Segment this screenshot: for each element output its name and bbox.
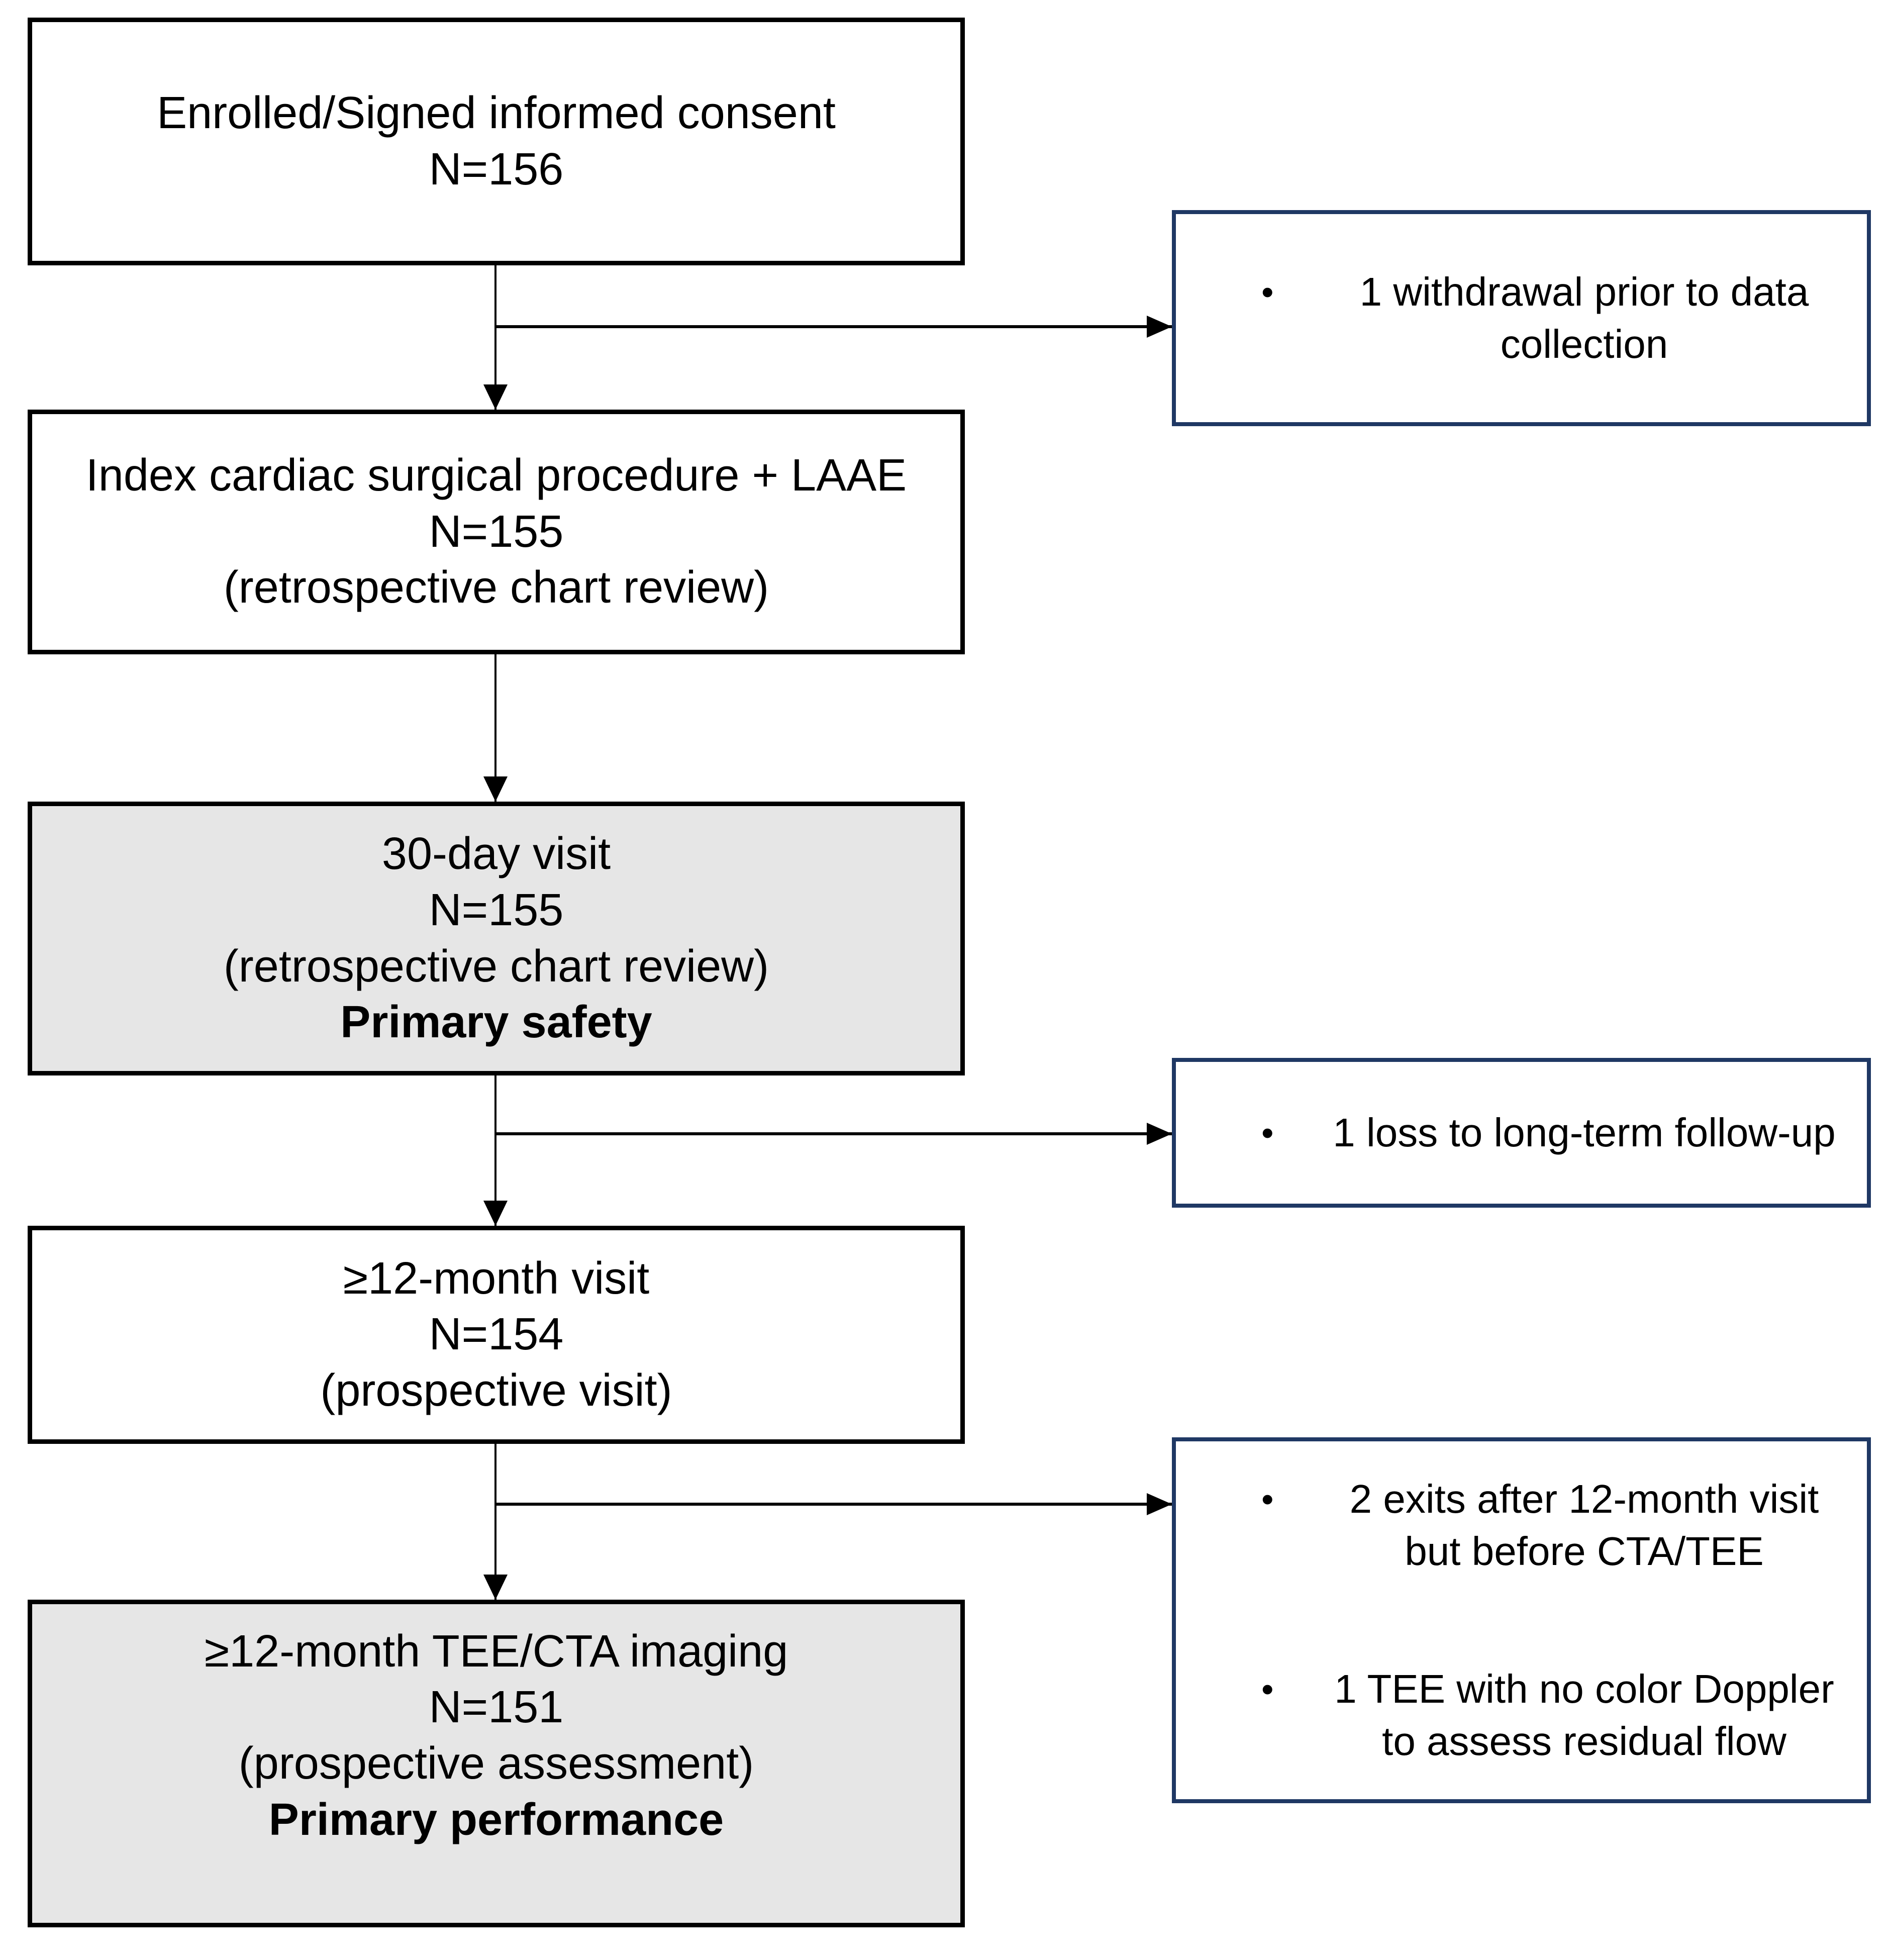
box-30-day-visit-label: 30-day visit [381, 829, 611, 879]
list-item: • 1 TEE with no color Doppler to assess … [1176, 1663, 1847, 1768]
connector-line-4 [494, 1444, 496, 1600]
list-item: • 1 withdrawal prior to data collection [1176, 266, 1847, 370]
branch-line-2 [495, 1132, 1172, 1135]
side-withdrawal-text: 1 withdrawal prior to data collection [1359, 269, 1809, 366]
branch-line-1 [495, 325, 1172, 328]
box-12-month-imaging-label: ≥12-month TEE/CTA imaging [204, 1626, 788, 1677]
arrowhead-right-icon-2 [1147, 1123, 1172, 1145]
box-12-month-visit-note: (prospective visit) [320, 1365, 672, 1416]
arrowhead-down-icon-1 [483, 384, 508, 410]
box-enrolled: Enrolled/Signed informed consent N=156 [28, 18, 965, 265]
box-12-month-imaging-count: N=151 [429, 1682, 564, 1733]
box-30-day-visit-endpoint: Primary safety [340, 997, 652, 1048]
arrowhead-down-icon-3 [483, 1201, 508, 1226]
box-30-day-visit: 30-day visit N=155 (retrospective chart … [28, 802, 965, 1075]
side-box-loss-followup: • 1 loss to long-term follow-up [1172, 1058, 1871, 1208]
box-index-procedure-count: N=155 [429, 506, 564, 557]
bullet-icon: • [1261, 1113, 1274, 1152]
box-12-month-imaging: ≥12-month TEE/CTA imaging N=151 (prospec… [28, 1600, 965, 1927]
list-item: • 2 exits after 12-month visit but befor… [1176, 1473, 1847, 1578]
arrowhead-down-icon-4 [483, 1575, 508, 1600]
side-box-exits: • 2 exits after 12-month visit but befor… [1172, 1437, 1871, 1803]
box-12-month-visit: ≥12-month visit N=154 (prospective visit… [28, 1226, 965, 1444]
bullet-icon: • [1261, 1480, 1274, 1519]
side-exits-text-1: 2 exits after 12-month visit but before … [1349, 1477, 1819, 1574]
box-enrolled-count: N=156 [429, 144, 564, 194]
box-index-procedure: Index cardiac surgical procedure + LAAE … [28, 410, 965, 654]
branch-line-3 [495, 1503, 1172, 1506]
box-30-day-visit-note: (retrospective chart review) [223, 941, 769, 992]
bullet-icon: • [1261, 1670, 1274, 1709]
connector-line-3 [494, 1075, 496, 1226]
side-box-withdrawal: • 1 withdrawal prior to data collection [1172, 210, 1871, 426]
arrowhead-right-icon-3 [1147, 1493, 1172, 1515]
box-index-procedure-note: (retrospective chart review) [223, 562, 769, 613]
box-30-day-visit-count: N=155 [429, 885, 564, 935]
box-12-month-visit-label: ≥12-month visit [343, 1253, 650, 1304]
box-enrolled-label: Enrolled/Signed informed consent [157, 87, 836, 138]
arrowhead-down-icon-2 [483, 776, 508, 802]
side-exits-text-2: 1 TEE with no color Doppler to assess re… [1334, 1667, 1834, 1763]
connector-line-1 [494, 265, 496, 410]
side-loss-followup-text: 1 loss to long-term follow-up [1333, 1110, 1836, 1155]
box-12-month-imaging-endpoint: Primary performance [268, 1794, 724, 1845]
arrowhead-right-icon-1 [1147, 316, 1172, 338]
bullet-icon: • [1261, 272, 1274, 312]
connector-line-2 [494, 654, 496, 802]
list-item: • 1 loss to long-term follow-up [1176, 1107, 1847, 1159]
box-index-procedure-label: Index cardiac surgical procedure + LAAE [85, 450, 907, 501]
box-12-month-imaging-note: (prospective assessment) [238, 1738, 754, 1789]
box-12-month-visit-count: N=154 [429, 1309, 564, 1360]
